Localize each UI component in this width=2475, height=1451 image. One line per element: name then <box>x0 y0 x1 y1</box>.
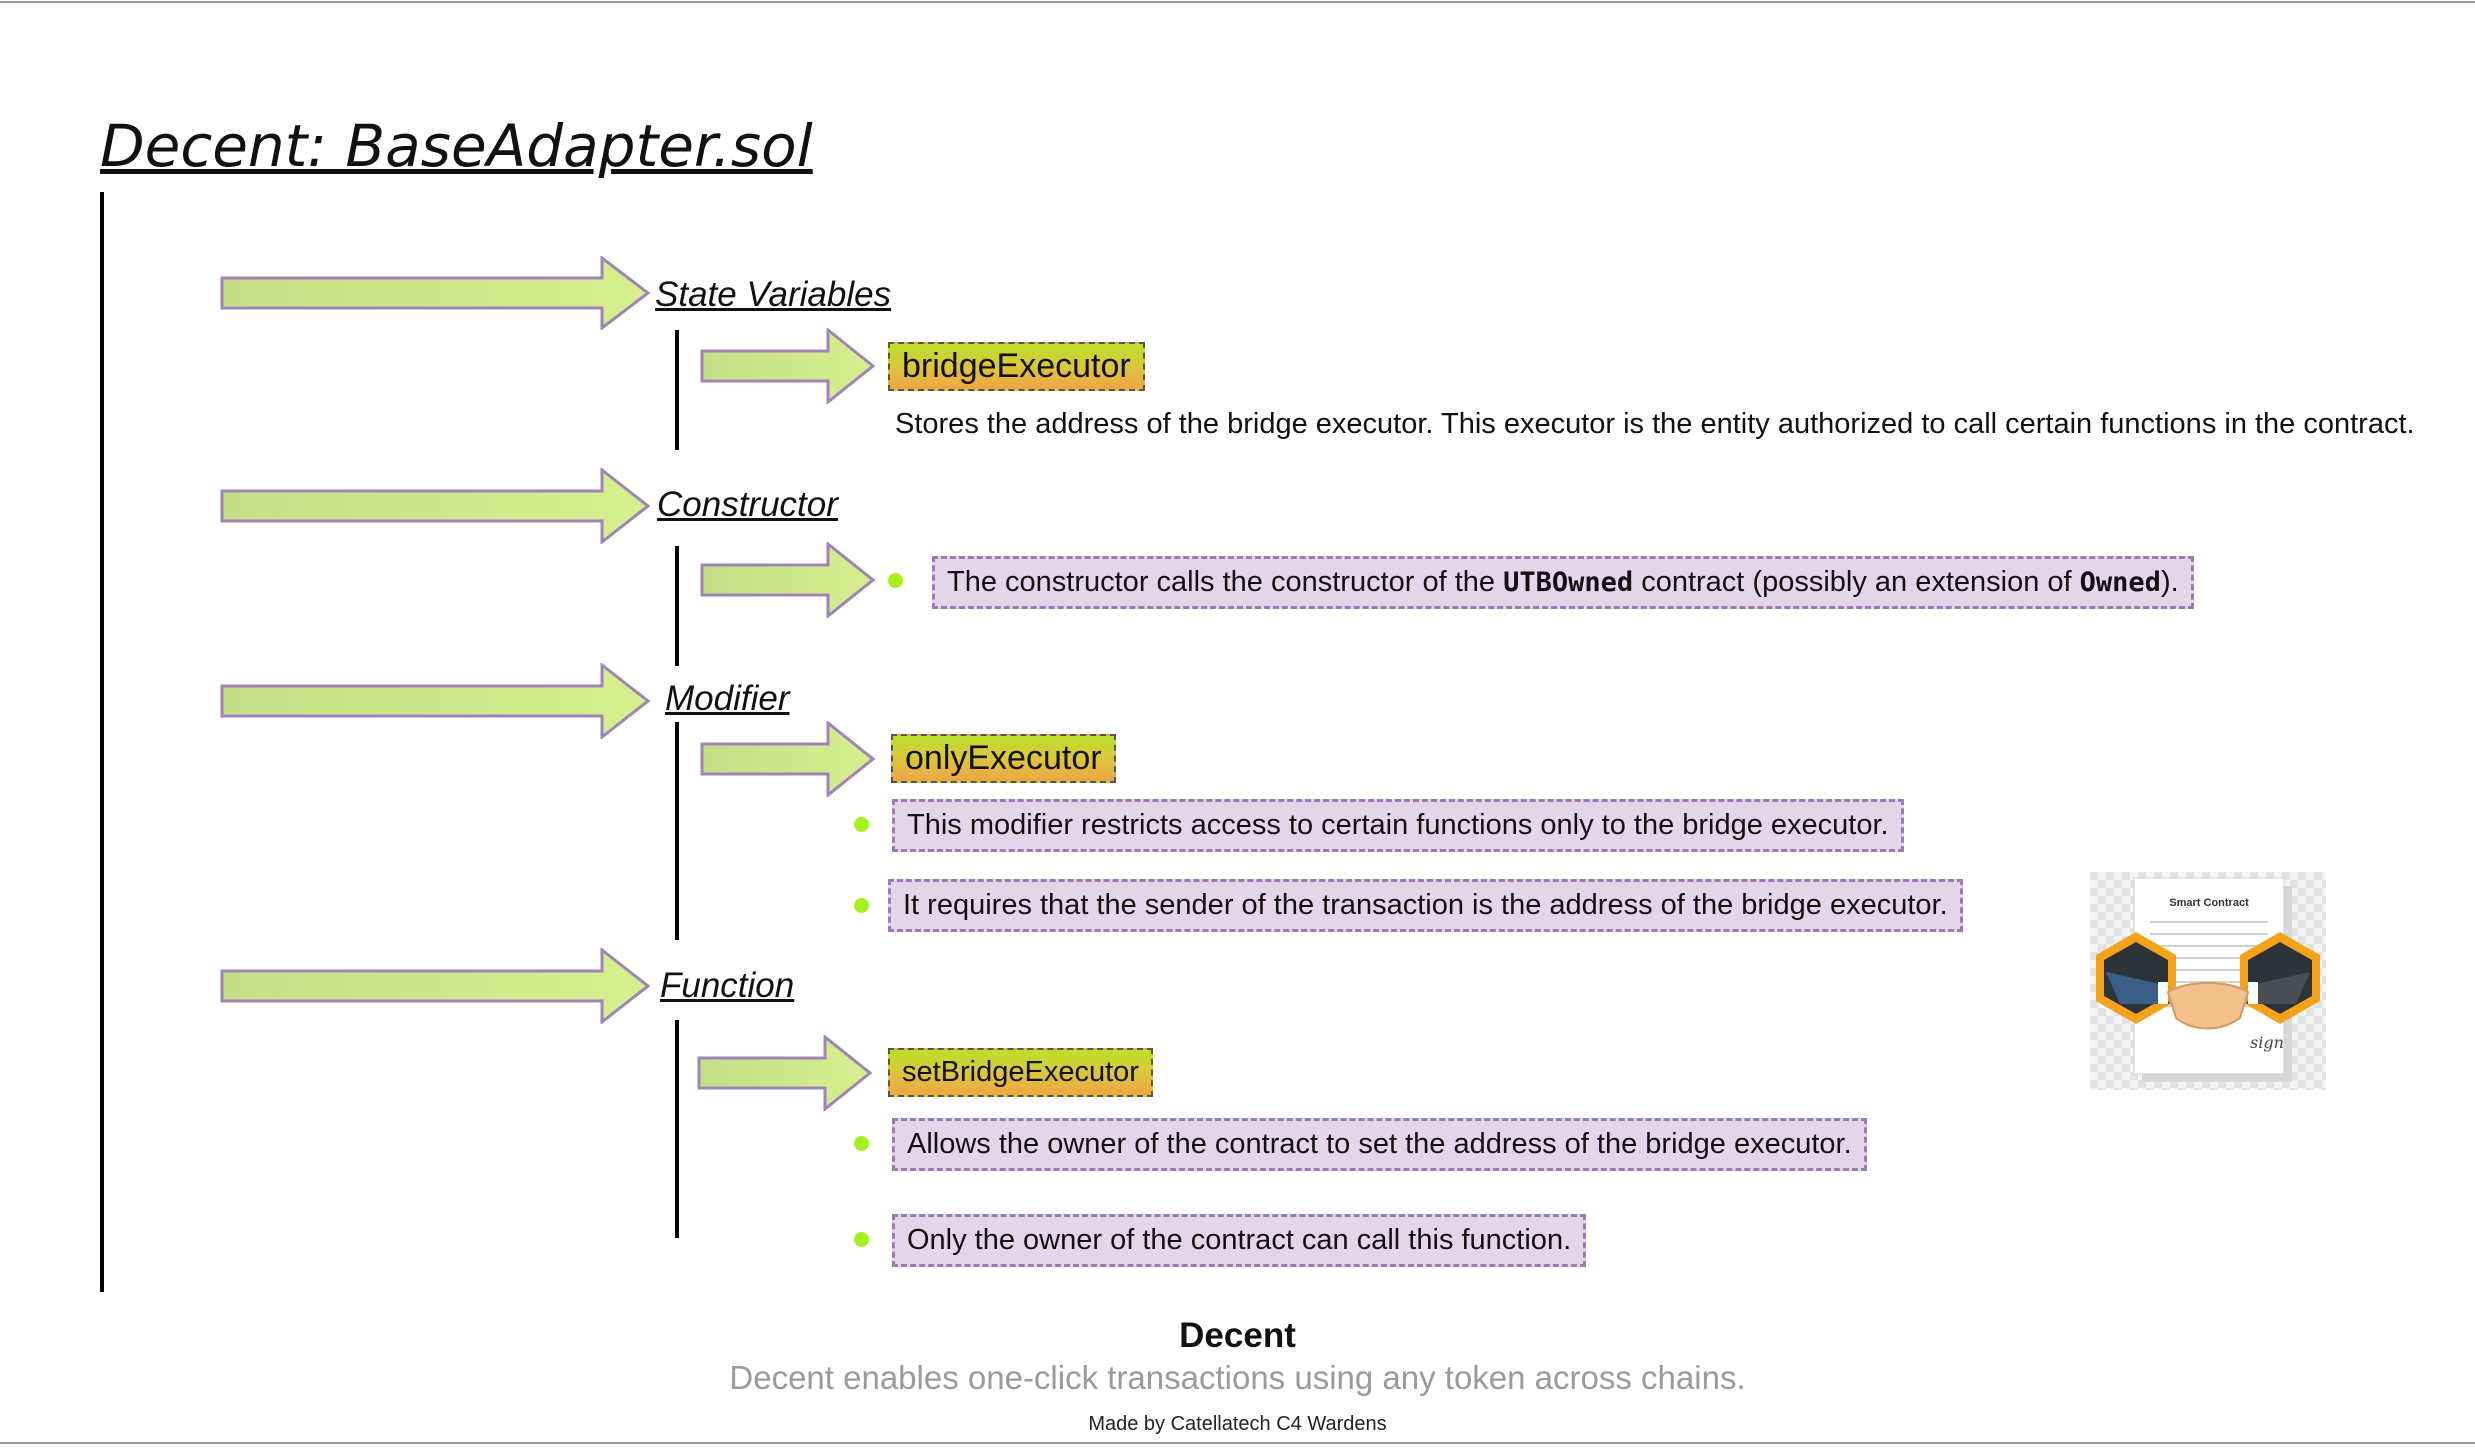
constructor-vertical-line <box>675 546 679 666</box>
modifier-arrow-icon <box>220 663 650 739</box>
function-note-2: Only the owner of the contract can call … <box>892 1214 1587 1267</box>
set-bridge-executor-tag: setBridgeExecutor <box>888 1048 1153 1097</box>
constructor-bullet-icon <box>888 573 903 588</box>
constructor-arrow-icon <box>220 468 650 544</box>
constructor-note: The constructor calls the constructor of… <box>932 556 2194 609</box>
function-arrow-icon <box>220 948 650 1024</box>
owned-code: Owned <box>2079 567 2161 598</box>
footer-credit: Made by Catellatech C4 Wardens <box>1088 1413 1387 1435</box>
footer-subtitle: Decent enables one-click transactions us… <box>729 1359 1746 1396</box>
modifier-note-2: It requires that the sender of the trans… <box>888 879 1963 932</box>
constructor-note-text-3: ). <box>2160 566 2179 598</box>
function-bullet-2-icon <box>854 1232 869 1247</box>
utbowned-code: UTBOwned <box>1503 567 1634 598</box>
only-executor-arrow-icon <box>700 721 876 797</box>
set-bridge-executor-arrow-icon <box>697 1035 873 1111</box>
smart-contract-caption: Smart Contract <box>2169 897 2249 909</box>
constructor-note-arrow-icon <box>700 542 876 618</box>
signature-text: sign <box>2250 1033 2284 1052</box>
bottom-border-line <box>0 1442 2475 1444</box>
modifier-vertical-line <box>675 722 679 940</box>
modifier-heading: Modifier <box>665 679 790 718</box>
bridge-executor-description: Stores the address of the bridge executo… <box>895 408 2415 440</box>
constructor-note-text-2: contract (possibly an extension of <box>1633 566 2080 598</box>
footer-title: Decent <box>1179 1316 1296 1355</box>
smart-contract-handshake-icon: Smart Contract sign <box>2090 872 2326 1090</box>
modifier-bullet-2-icon <box>854 898 869 913</box>
function-bullet-1-icon <box>854 1136 869 1151</box>
page-title: Decent: BaseAdapter.sol <box>100 112 813 180</box>
function-note-1: Allows the owner of the contract to set … <box>892 1118 1867 1171</box>
bridge-executor-tag: bridgeExecutor <box>888 342 1145 391</box>
main-vertical-line <box>100 192 104 1292</box>
top-border-line <box>0 1 2475 3</box>
state-variables-vertical-line <box>675 330 679 450</box>
modifier-bullet-1-icon <box>854 817 869 832</box>
constructor-note-text-1: The constructor calls the constructor of… <box>947 566 1504 598</box>
state-variables-heading: State Variables <box>655 275 892 314</box>
constructor-heading: Constructor <box>657 485 838 524</box>
only-executor-tag: onlyExecutor <box>891 734 1116 783</box>
function-vertical-line <box>675 1020 679 1238</box>
modifier-note-1: This modifier restricts access to certai… <box>892 799 1904 852</box>
bridge-executor-arrow-icon <box>700 328 876 404</box>
state-variables-arrow-icon <box>220 256 650 330</box>
function-heading: Function <box>660 966 795 1005</box>
